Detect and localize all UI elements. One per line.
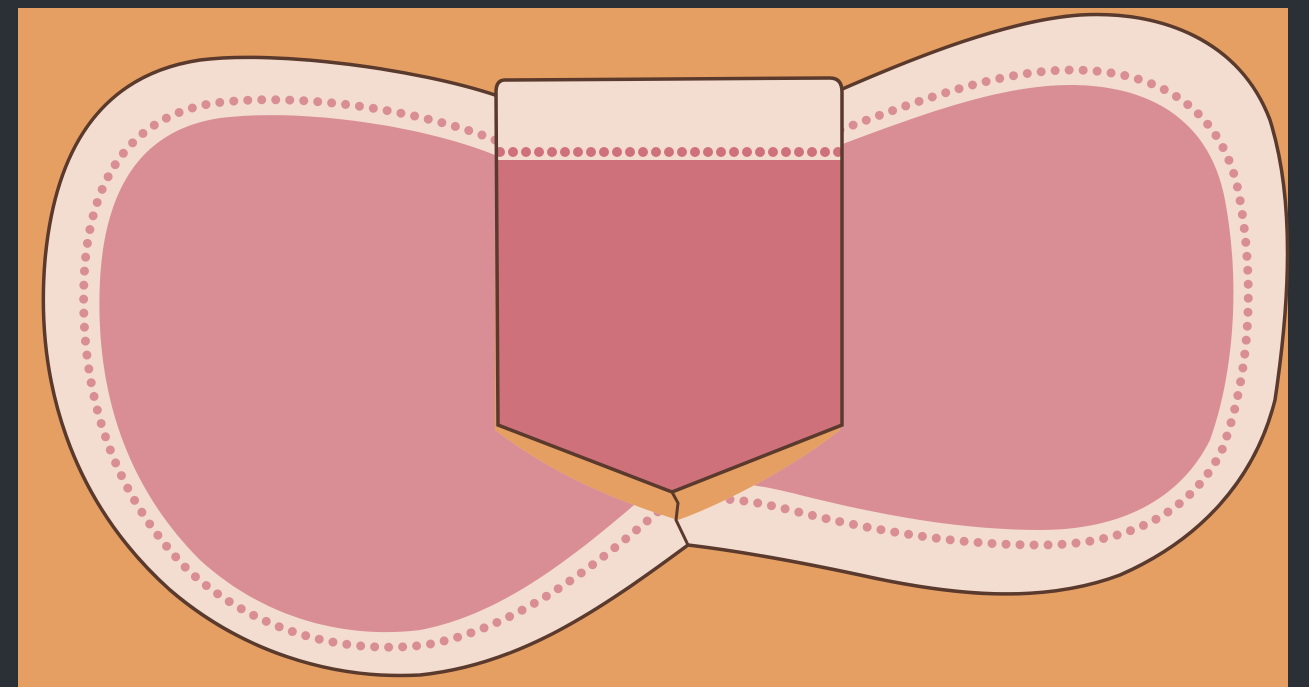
central-block-fill bbox=[498, 160, 842, 492]
central-block bbox=[496, 78, 842, 492]
